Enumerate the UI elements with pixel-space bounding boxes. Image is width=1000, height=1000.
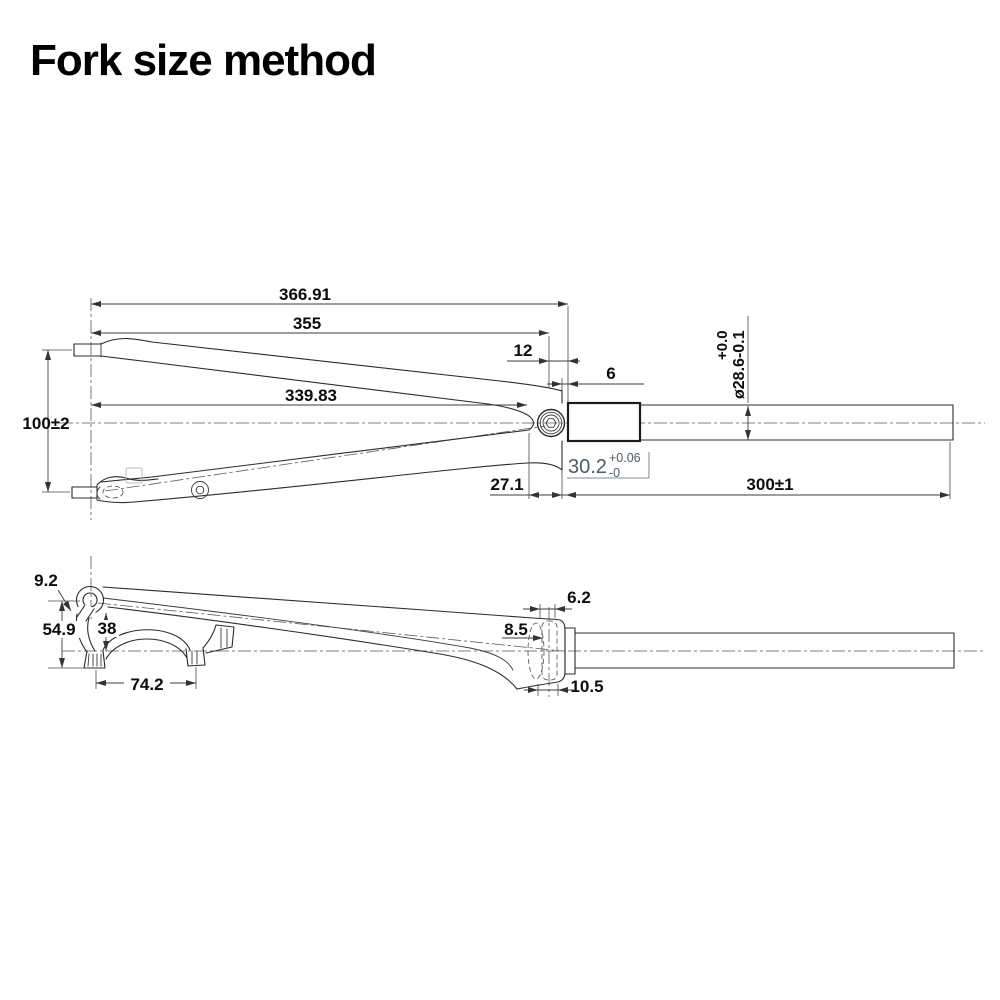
label-mask bbox=[277, 388, 345, 404]
side-view-labels: 9.2 54.9 38 74.2 6.2 8.5 10.5 bbox=[34, 571, 603, 696]
dim-overall-length-label: 366.91 bbox=[279, 285, 331, 304]
front-view-dropout-detail bbox=[96, 467, 209, 500]
dim-dropout-slot-label: 9.2 bbox=[34, 571, 58, 590]
side-view-leg-outline bbox=[102, 586, 534, 690]
brake-post-circle bbox=[191, 481, 209, 499]
label-mask bbox=[124, 676, 170, 692]
dim-crown-step-label: 12 bbox=[514, 341, 533, 360]
dim-post-mount-spacing-label: 74.2 bbox=[130, 675, 163, 694]
crown-race-seat-section bbox=[566, 401, 642, 443]
page-title: Fork size method bbox=[30, 36, 377, 85]
dim-crown-top-width-label: 6.2 bbox=[567, 588, 591, 607]
crown-race-seat-label: 30.2 bbox=[568, 456, 607, 478]
dim-crown-front-label: 8.5 bbox=[504, 620, 528, 639]
crown-race-seat-lower-tol-label: -0 bbox=[609, 466, 620, 480]
dim-crown-depth-label: 27.1 bbox=[490, 475, 523, 494]
dim-dropout-spacing-label: 100±2 bbox=[22, 414, 69, 433]
dim-crown-bottom-width-label: 10.5 bbox=[570, 677, 603, 696]
crown-collar bbox=[564, 627, 576, 675]
dim-steerer-length-label: 300±1 bbox=[746, 475, 793, 494]
dim-race-gap-label: 6 bbox=[606, 364, 615, 383]
label-mask bbox=[36, 621, 82, 638]
side-view-steerer-tube bbox=[574, 632, 955, 669]
crown-race-seat-upper-tol-label: +0.06 bbox=[609, 451, 641, 465]
side-steerer-tube-outline bbox=[574, 632, 955, 669]
steerer-tube-outline bbox=[639, 404, 954, 441]
front-view-steerer-tube bbox=[566, 401, 954, 443]
front-view-labels: 366.91 355 12 6 339.83 100±2 27.1 300±1 … bbox=[22, 285, 793, 494]
label-mask bbox=[95, 620, 119, 637]
crown-bolt-hex bbox=[545, 418, 557, 428]
side-view-hidden-lines bbox=[527, 620, 558, 681]
side-leg-axis-centerline bbox=[97, 602, 563, 652]
front-view-dimensions bbox=[42, 301, 951, 499]
side-view-crown bbox=[516, 617, 576, 690]
front-view: 366.91 355 12 6 339.83 100±2 27.1 300±1 … bbox=[22, 285, 985, 520]
dim-axle-to-crown-label: 355 bbox=[293, 314, 321, 333]
dim-dropout-drop-label: 54.9 bbox=[42, 620, 75, 639]
front-view-crown-bolt bbox=[536, 408, 566, 438]
steerer-diameter-label: ø28.6-0.1 bbox=[731, 330, 748, 399]
dropout-ghost-box bbox=[125, 467, 143, 484]
front-view-fork-outline bbox=[71, 337, 563, 504]
dim-inner-length-label: 339.83 bbox=[285, 386, 337, 405]
side-view-dropout-hook bbox=[73, 585, 105, 624]
dim-post-mount-height-label: 38 bbox=[98, 619, 117, 638]
side-view: 9.2 54.9 38 74.2 6.2 8.5 10.5 bbox=[34, 556, 985, 697]
steerer-diameter-tolerance-label: +0.0 bbox=[714, 330, 731, 360]
